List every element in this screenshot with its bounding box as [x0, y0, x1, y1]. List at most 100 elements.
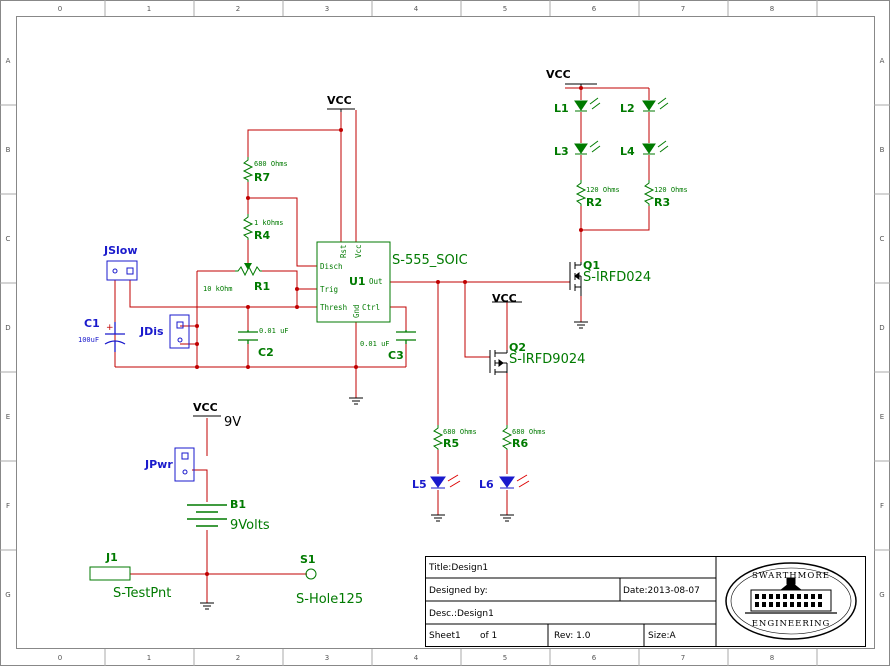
- mosfet-q1-icon: [569, 262, 582, 296]
- resistor-r6-icon: [501, 425, 513, 450]
- ruler-col-2-top: 2: [236, 5, 240, 13]
- ruler-col-2-bottom: 2: [236, 654, 240, 662]
- building-icon: [745, 577, 837, 614]
- c1-value-label: 100uF: [78, 336, 99, 344]
- jslow-ref-label: JSlow: [103, 244, 138, 257]
- u1-pin-disch: Disch: [320, 262, 343, 271]
- ruler-col-3-top: 3: [325, 5, 329, 13]
- ruler-row-a-left: A: [6, 57, 11, 65]
- ruler-col-6-top: 6: [592, 5, 597, 13]
- resistor-r4-icon: [242, 214, 254, 240]
- ground-symbols: [200, 321, 588, 610]
- led-l2-icon: [642, 97, 669, 112]
- ground-icon-555: [349, 397, 363, 405]
- ruler-row-b-left: B: [6, 146, 11, 154]
- ruler-row-a-right: A: [880, 57, 885, 65]
- ruler-row-e-right: E: [880, 413, 884, 421]
- ruler-col-5-bottom: 5: [503, 654, 507, 662]
- u1-pin-rst: Rst: [339, 244, 348, 258]
- logo-top-text: SWARTHMORE: [752, 571, 830, 581]
- c3-value-label: 0.01 uF: [360, 340, 390, 348]
- r6-value-label: 680 Ohms: [512, 428, 546, 436]
- swarthmore-logo: SWARTHMORE ENGINEERING: [725, 562, 857, 640]
- b1-ref-label: B1: [230, 498, 246, 511]
- ruler-row-f-left: F: [6, 502, 10, 510]
- ruler-row-b-right: B: [880, 146, 885, 154]
- ground-icon-l5: [431, 514, 445, 522]
- s1-part-label: S-Hole125: [296, 592, 363, 607]
- ground-icon-battery: [200, 602, 214, 610]
- b1-value-label: 9Volts: [230, 518, 270, 533]
- title-block: [425, 556, 866, 647]
- ruler-col-1-top: 1: [147, 5, 151, 13]
- u1-part-label: S-555_SOIC: [392, 253, 468, 268]
- vcc-label-q2: VCC: [492, 292, 517, 305]
- u1-pin-thresh: Thresh: [320, 303, 347, 312]
- r2-value-label: 120 Ohms: [586, 186, 620, 194]
- jdis-connector-icon: [169, 314, 190, 349]
- u1-pin-ctrl: Ctrl: [362, 303, 380, 312]
- resistor-r7-icon: [242, 157, 254, 182]
- u1-pin-trig: Trig: [320, 285, 338, 294]
- r1-ref-label: R1: [254, 280, 270, 293]
- c2-ref-label: C2: [258, 346, 274, 359]
- ruler-col-0-bottom: 0: [58, 654, 62, 662]
- ruler-col-8-bottom: 8: [770, 654, 774, 662]
- testpoint-j1-icon: [89, 566, 131, 581]
- r4-value-label: 1 kOhms: [254, 219, 284, 227]
- resistor-r2-icon: [575, 180, 587, 206]
- r7-ref-label: R7: [254, 171, 270, 184]
- ruler-col-4-top: 4: [414, 5, 419, 13]
- mosfet-q2-icon: [489, 350, 508, 375]
- tb-size: Size:A: [648, 631, 677, 641]
- jpwr-ref-label: JPwr: [144, 458, 173, 471]
- hole-s1-icon: [305, 568, 317, 580]
- r3-value-label: 120 Ohms: [654, 186, 688, 194]
- u1-pin-gnd: Gnd: [352, 304, 361, 318]
- c1-ref-label: C1: [84, 317, 100, 330]
- ruler-col-0-top: 0: [58, 5, 62, 13]
- l6-ref-label: L6: [479, 478, 494, 491]
- jpwr-connector-icon: [174, 447, 195, 482]
- u1-ref-label: U1: [349, 275, 366, 288]
- resistor-r3-icon: [643, 180, 655, 206]
- led-l3-icon: [574, 140, 601, 155]
- ruler-row-c-left: C: [6, 235, 11, 243]
- ruler-col-5-top: 5: [503, 5, 507, 13]
- tb-of: of 1: [480, 631, 497, 641]
- logo-bottom-text: ENGINEERING: [752, 619, 831, 629]
- jslow-connector-icon: [106, 260, 138, 281]
- l3-ref-label: L3: [554, 145, 569, 158]
- battery-b1-icon: [187, 504, 227, 527]
- battery-voltage-label: 9V: [224, 415, 241, 430]
- ruler-col-3-bottom: 3: [325, 654, 329, 662]
- ruler-row-f-right: F: [880, 502, 884, 510]
- capacitors: [238, 330, 416, 344]
- timer-555-body: [316, 241, 391, 323]
- r5-value-label: 680 Ohms: [443, 428, 477, 436]
- tb-designed-by: Designed by:: [429, 586, 488, 596]
- r3-ref-label: R3: [654, 196, 670, 209]
- ruler-col-8-top: 8: [770, 5, 774, 13]
- ruler-row-d-left: D: [5, 324, 10, 332]
- ruler-labels: 0 1 2 3 4 5 6 7 8 0 1 2 3 4 5 6 7 8 A B …: [5, 5, 884, 662]
- j1-part-label: S-TestPnt: [113, 586, 171, 601]
- r4-ref-label: R4: [254, 229, 270, 242]
- led-l1-icon: [574, 97, 601, 112]
- ground-icon-l6: [500, 514, 514, 522]
- j1-ref-label: J1: [105, 551, 118, 564]
- vcc-label-leds: VCC: [546, 68, 571, 81]
- q1-part-label: S-IRFD024: [583, 270, 651, 285]
- jdis-ref-label: JDis: [139, 325, 164, 338]
- resistor-r5-icon: [432, 425, 444, 450]
- ruler-col-6-bottom: 6: [592, 654, 597, 662]
- potentiometer-wiper-arrow-icon: [244, 263, 252, 270]
- led-l6-icon: [499, 474, 530, 489]
- r6-ref-label: R6: [512, 437, 528, 450]
- c1-polarity-plus: +: [106, 323, 114, 333]
- r2-ref-label: R2: [586, 196, 602, 209]
- l2-ref-label: L2: [620, 102, 635, 115]
- ruler-row-g-left: G: [5, 591, 10, 599]
